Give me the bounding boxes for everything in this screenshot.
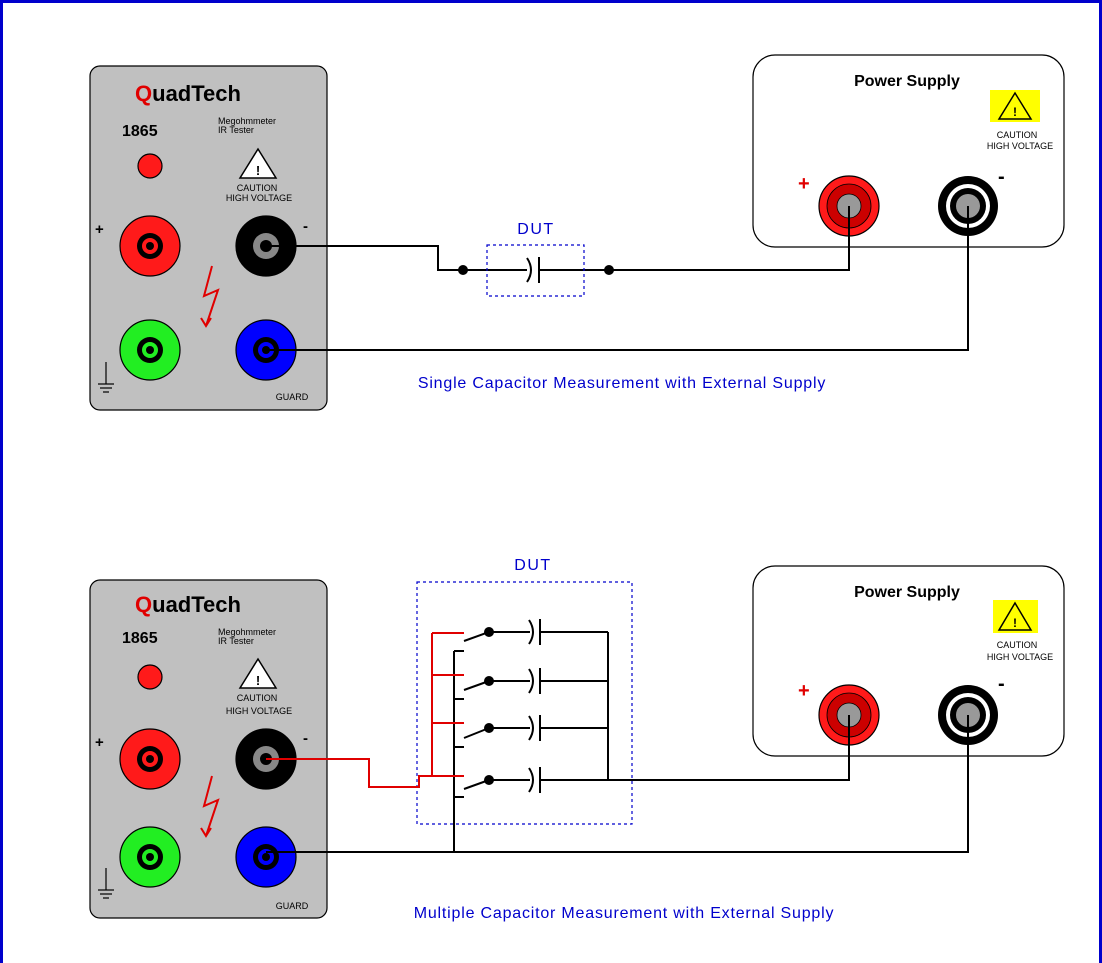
junction-dot bbox=[484, 627, 494, 637]
minus-label: - bbox=[303, 218, 308, 235]
minus-label: - bbox=[303, 730, 308, 747]
wiring bbox=[266, 206, 969, 351]
minus-label: - bbox=[998, 673, 1005, 695]
red-wiring bbox=[266, 632, 464, 788]
dut-label: DUT bbox=[517, 221, 554, 238]
wire-segment bbox=[539, 206, 850, 271]
high-voltage-label: HIGH VOLTAGE bbox=[226, 706, 292, 716]
svg-text:!: ! bbox=[1013, 105, 1017, 119]
warning-triangle-icon: ! bbox=[993, 600, 1038, 633]
warning-triangle-icon: ! bbox=[990, 90, 1040, 122]
caption-single: Single Capacitor Measurement with Extern… bbox=[418, 375, 826, 392]
plus-label: + bbox=[798, 173, 810, 195]
capacitor-symbol bbox=[526, 257, 540, 283]
caution-label: CAUTION bbox=[997, 640, 1038, 650]
svg-text:!: ! bbox=[256, 163, 260, 178]
caution-label: CAUTION bbox=[997, 130, 1038, 140]
lightning-icon bbox=[200, 265, 220, 328]
capacitor-symbol bbox=[528, 715, 541, 741]
warning-triangle-icon: ! bbox=[238, 657, 278, 689]
guard-label: GUARD bbox=[276, 901, 309, 911]
ground-icon bbox=[98, 362, 114, 393]
green-jack bbox=[119, 826, 181, 888]
junction-dot bbox=[604, 265, 614, 275]
ground-icon bbox=[98, 868, 114, 899]
capacitor-symbol bbox=[528, 767, 541, 793]
svg-text:!: ! bbox=[256, 673, 260, 688]
brand-logo: QuadTech bbox=[135, 592, 241, 617]
svg-text:!: ! bbox=[1013, 616, 1017, 630]
capacitor-symbol bbox=[528, 668, 541, 694]
dut-label: DUT bbox=[514, 557, 551, 574]
warning-triangle-icon: ! bbox=[238, 147, 278, 179]
wire-segment bbox=[608, 715, 850, 781]
power-supply: Power Supply ! CAUTION HIGH VOLTAGE + - bbox=[752, 54, 1065, 248]
green-jack bbox=[119, 319, 181, 381]
red-jack bbox=[119, 728, 181, 790]
red-jack bbox=[119, 215, 181, 277]
tester-description-2: IR Tester bbox=[218, 125, 254, 135]
plus-label: + bbox=[95, 734, 104, 751]
wire-segment bbox=[266, 715, 969, 853]
indicator-light bbox=[137, 664, 163, 690]
plus-label: + bbox=[798, 680, 810, 702]
tester-description-1: Megohmmeter bbox=[218, 627, 276, 637]
high-voltage-label: HIGH VOLTAGE bbox=[226, 193, 292, 203]
lightning-icon bbox=[200, 775, 220, 838]
high-voltage-label: HIGH VOLTAGE bbox=[987, 141, 1053, 151]
caption-multiple: Multiple Capacitor Measurement with Exte… bbox=[414, 905, 835, 922]
brand-logo: QuadTech bbox=[135, 81, 241, 106]
power-supply-title: Power Supply bbox=[854, 584, 960, 601]
capacitor-symbol bbox=[528, 619, 541, 645]
wire-segment bbox=[266, 206, 969, 351]
power-supply-title: Power Supply bbox=[854, 73, 960, 90]
junction-dot bbox=[458, 265, 468, 275]
tester-description-1: Megohmmeter bbox=[218, 116, 276, 126]
blue-jack bbox=[235, 826, 297, 888]
caution-label: CAUTION bbox=[237, 693, 278, 703]
power-supply: Power Supply ! CAUTION HIGH VOLTAGE + - bbox=[752, 565, 1065, 757]
caution-label: CAUTION bbox=[237, 183, 278, 193]
wiring bbox=[266, 631, 969, 853]
wire-segment bbox=[266, 758, 432, 788]
junction-dot bbox=[484, 676, 494, 686]
model-number: 1865 bbox=[122, 630, 158, 647]
dut-box bbox=[486, 244, 585, 297]
junction-dot bbox=[484, 775, 494, 785]
junction-dot bbox=[484, 723, 494, 733]
tester-panel: QuadTech 1865 Megohmmeter IR Tester ! CA… bbox=[89, 579, 328, 919]
indicator-light bbox=[137, 153, 163, 179]
tester-panel: QuadTech 1865 Megohmmeter IR Tester ! CA… bbox=[89, 65, 328, 411]
dut-box bbox=[416, 581, 633, 825]
plus-label: + bbox=[95, 221, 104, 238]
minus-label: - bbox=[998, 166, 1005, 188]
guard-label: GUARD bbox=[276, 392, 309, 402]
tester-description-2: IR Tester bbox=[218, 636, 254, 646]
wire-segment bbox=[266, 245, 527, 271]
model-number: 1865 bbox=[122, 123, 158, 140]
high-voltage-label: HIGH VOLTAGE bbox=[987, 652, 1053, 662]
